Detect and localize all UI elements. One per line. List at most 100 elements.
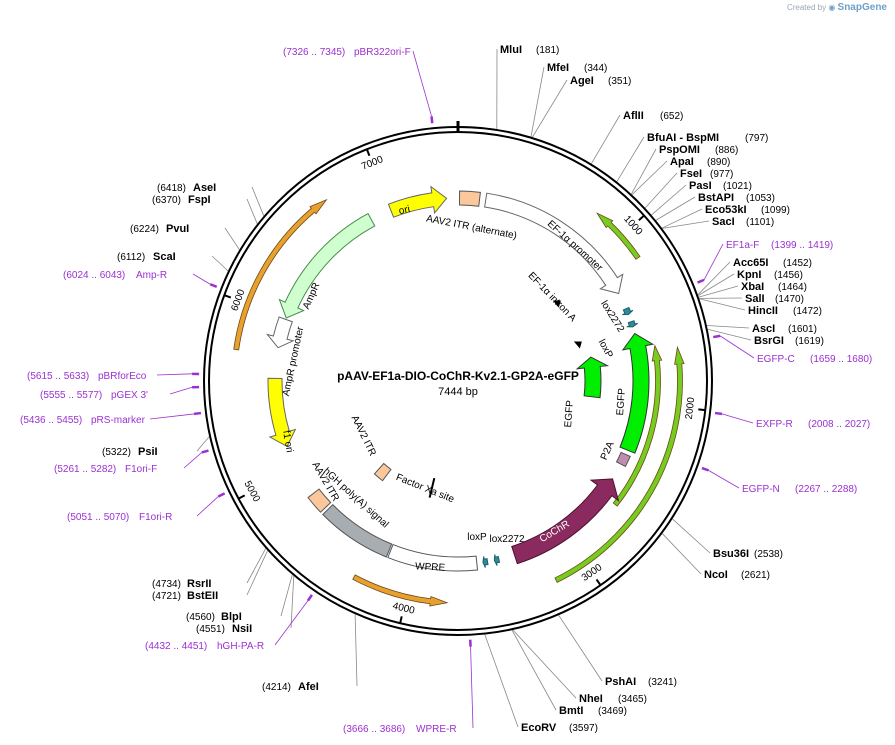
primer-label[interactable]: EF1a-F(1399 .. 1419): [726, 240, 833, 251]
site-label[interactable]: EcoRV(3597): [521, 722, 598, 734]
site-label[interactable]: SalI (1470): [745, 293, 804, 305]
site-position: (3597): [569, 723, 598, 734]
ef1a-promoter-arrow[interactable]: [484, 192, 624, 295]
factor-xa-mark[interactable]: [428, 477, 436, 498]
primer-label[interactable]: (5615 .. 5633)pBRforEco: [27, 371, 147, 382]
primer-leader-line: [169, 386, 193, 395]
site-label[interactable]: SacI(1101): [712, 216, 774, 228]
site-name: PshAI: [605, 676, 636, 688]
site-leader-line: [290, 576, 295, 629]
site-label[interactable]: BmtI(3469): [559, 705, 627, 717]
primer-leader-line: [274, 600, 309, 646]
primer-name: EGFP-N: [742, 484, 780, 495]
site-leader-line: [698, 285, 739, 298]
site-label[interactable]: HincII(1472): [748, 305, 822, 317]
primer-label[interactable]: (7326 .. 7345)pBR322ori-F: [283, 47, 411, 58]
site-label[interactable]: FseI(977): [680, 168, 733, 180]
feature-label-ef1a-promoter: EF-1α promoter: [545, 219, 605, 275]
primer-label[interactable]: (5436 .. 5455)pRS-marker: [20, 415, 146, 426]
primer-label[interactable]: (5261 .. 5282)F1ori-F: [54, 464, 157, 475]
orf-orange1-arrow[interactable]: [352, 574, 449, 607]
primer-label[interactable]: EGFP-N(2267 .. 2288): [742, 484, 857, 495]
site-label[interactable]: (4551)NsiI: [196, 623, 252, 635]
site-label[interactable]: ApaI(890): [670, 156, 730, 168]
orf-orange2-arrow[interactable]: [233, 198, 328, 351]
site-leader-line: [706, 325, 750, 329]
credit-prefix: Created by: [786, 3, 827, 12]
site-label[interactable]: MluI(181): [500, 44, 559, 56]
site-position: (344): [584, 63, 607, 74]
site-label[interactable]: AflII(652): [623, 110, 683, 122]
site-name: MfeI: [547, 62, 569, 74]
site-label[interactable]: (6112)ScaI: [117, 251, 176, 263]
cochr-arrow[interactable]: [511, 478, 620, 565]
site-position: (6224): [130, 224, 159, 235]
site-position: (886): [715, 145, 738, 156]
site-label[interactable]: (6370)FspI: [152, 194, 211, 206]
primer-label[interactable]: (3666 .. 3686)WPRE-R: [343, 724, 457, 735]
primer-label[interactable]: (5555 .. 5577)pGEX 3': [40, 390, 148, 401]
site-name: NsiI: [232, 623, 252, 635]
site-leader-line: [661, 208, 703, 229]
site-label[interactable]: (5322)PsiI: [102, 446, 158, 458]
site-label[interactable]: Acc65I(1452): [733, 257, 812, 269]
lox2272-a-arrow[interactable]: [622, 306, 634, 316]
site-label[interactable]: (4721)BstEII: [152, 590, 218, 602]
aav2-itr-b-box[interactable]: [373, 462, 392, 482]
tick-mark: [238, 494, 246, 500]
site-name: SalI: [745, 293, 765, 305]
p2a-box[interactable]: [615, 451, 631, 468]
site-label[interactable]: (4214)AfeI: [262, 681, 319, 693]
site-label[interactable]: Eco53kI(1099): [705, 204, 790, 216]
site-leader-line: [246, 550, 268, 596]
site-label[interactable]: (6224)PvuI: [130, 223, 189, 235]
site-leader-line: [246, 548, 267, 584]
site-label[interactable]: BstAPI(1053): [698, 192, 775, 204]
ampr-promoter-arrow[interactable]: [265, 316, 295, 349]
loxp-b-arrow[interactable]: [482, 556, 489, 568]
site-label[interactable]: XbaI(1464): [741, 281, 807, 293]
f1-ori-arrow[interactable]: [267, 377, 297, 448]
site-label[interactable]: (4734)RsrII: [152, 578, 211, 590]
primer-label[interactable]: (5051 .. 5070)F1ori-R: [67, 512, 172, 523]
primer-label[interactable]: (6024 .. 6043)Amp-R: [63, 270, 167, 281]
site-label[interactable]: NheI(3465): [579, 693, 647, 705]
site-label[interactable]: PasI(1021): [689, 180, 752, 192]
lox2272-b-arrow[interactable]: [493, 554, 501, 566]
egfp-outer-arrow[interactable]: [619, 332, 655, 454]
site-label[interactable]: NcoI(2621): [704, 569, 770, 581]
site-position: (1021): [723, 181, 752, 192]
intron-boundary-flag: [552, 300, 561, 308]
site-label[interactable]: (4560)BlpI: [186, 611, 242, 623]
primer-label[interactable]: EXFP-R(2008 .. 2027): [756, 419, 870, 430]
orf-green-arrow[interactable]: [596, 212, 641, 260]
wpre-box[interactable]: [387, 543, 479, 572]
intron-boundary-flag: [573, 341, 582, 349]
site-label[interactable]: PshAI(3241): [605, 676, 677, 688]
primer-label[interactable]: EGFP-C(1659 .. 1680): [757, 354, 872, 365]
aav2-itr-alternate-box[interactable]: [458, 190, 481, 207]
primer-label[interactable]: (4432 .. 4451)hGH-PA-R: [145, 641, 264, 652]
site-name: RsrII: [187, 578, 211, 590]
aav2-itr-c-box[interactable]: [307, 488, 332, 513]
ori-arrow[interactable]: [387, 185, 448, 218]
site-label[interactable]: AscI(1601): [752, 323, 817, 335]
site-label[interactable]: MfeI (344): [547, 62, 607, 74]
site-label[interactable]: BfuAI - BspMI(797): [647, 132, 768, 144]
egfp-inner-arrow[interactable]: [575, 356, 610, 399]
site-position: (1456): [774, 270, 803, 281]
orf-green3-arrow[interactable]: [554, 345, 685, 583]
site-label[interactable]: (6418)AseI: [157, 182, 216, 194]
orf-green2-arrow[interactable]: [612, 344, 663, 507]
site-position: (1053): [746, 193, 775, 204]
loxp-a-arrow[interactable]: [626, 320, 638, 328]
site-label[interactable]: KpnI(1456): [737, 269, 803, 281]
site-position: (1470): [775, 294, 804, 305]
site-label[interactable]: Bsu36I(2538): [713, 548, 783, 560]
hgh-polya-box[interactable]: [322, 503, 393, 558]
site-label[interactable]: AgeI(351): [570, 75, 631, 87]
site-label[interactable]: BsrGI(1619): [754, 335, 824, 347]
ampr-arrow[interactable]: [278, 212, 376, 319]
primer-leader-line: [708, 470, 740, 489]
site-label[interactable]: PspOMI(886): [659, 144, 738, 156]
